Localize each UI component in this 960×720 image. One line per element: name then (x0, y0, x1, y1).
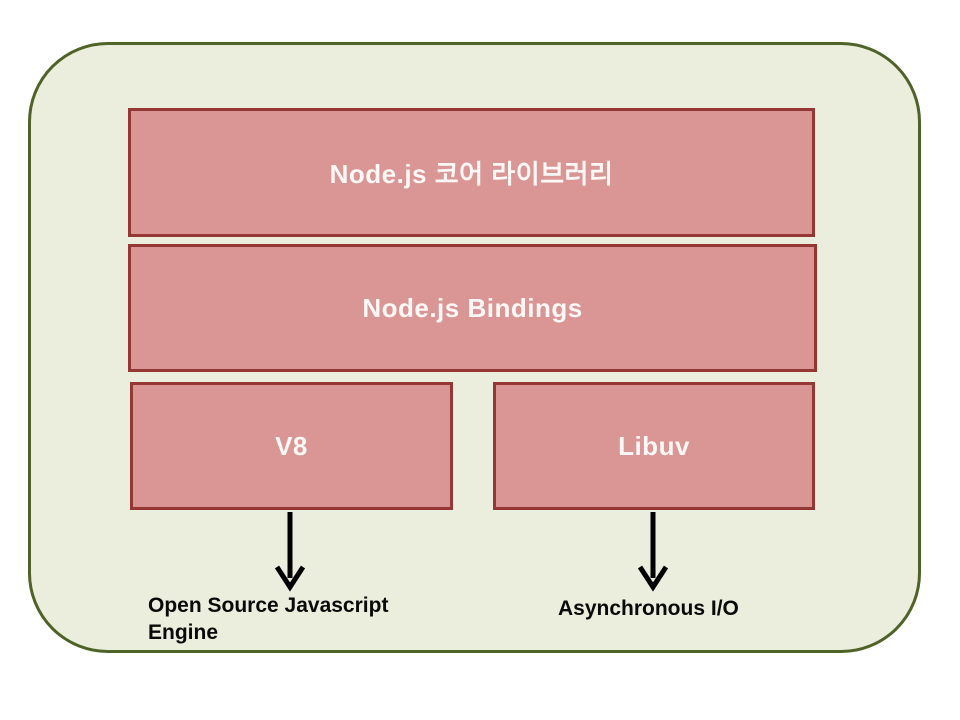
box-nodejs-core-library-label: Node.js 코어 라이브러리 (329, 159, 614, 189)
box-nodejs-core-library: Node.js 코어 라이브러리 (128, 108, 815, 237)
box-libuv-label: Libuv (618, 430, 690, 461)
box-v8: V8 (130, 382, 453, 510)
box-v8-label: V8 (275, 430, 308, 461)
box-nodejs-bindings: Node.js Bindings (128, 244, 817, 372)
box-libuv: Libuv (493, 382, 815, 510)
annotation-asynchronous-io: Asynchronous I/O (558, 597, 739, 620)
box-nodejs-bindings-label: Node.js Bindings (362, 292, 583, 323)
annotation-open-source-javascript-engine: Open Source Javascript Engine (148, 594, 389, 645)
